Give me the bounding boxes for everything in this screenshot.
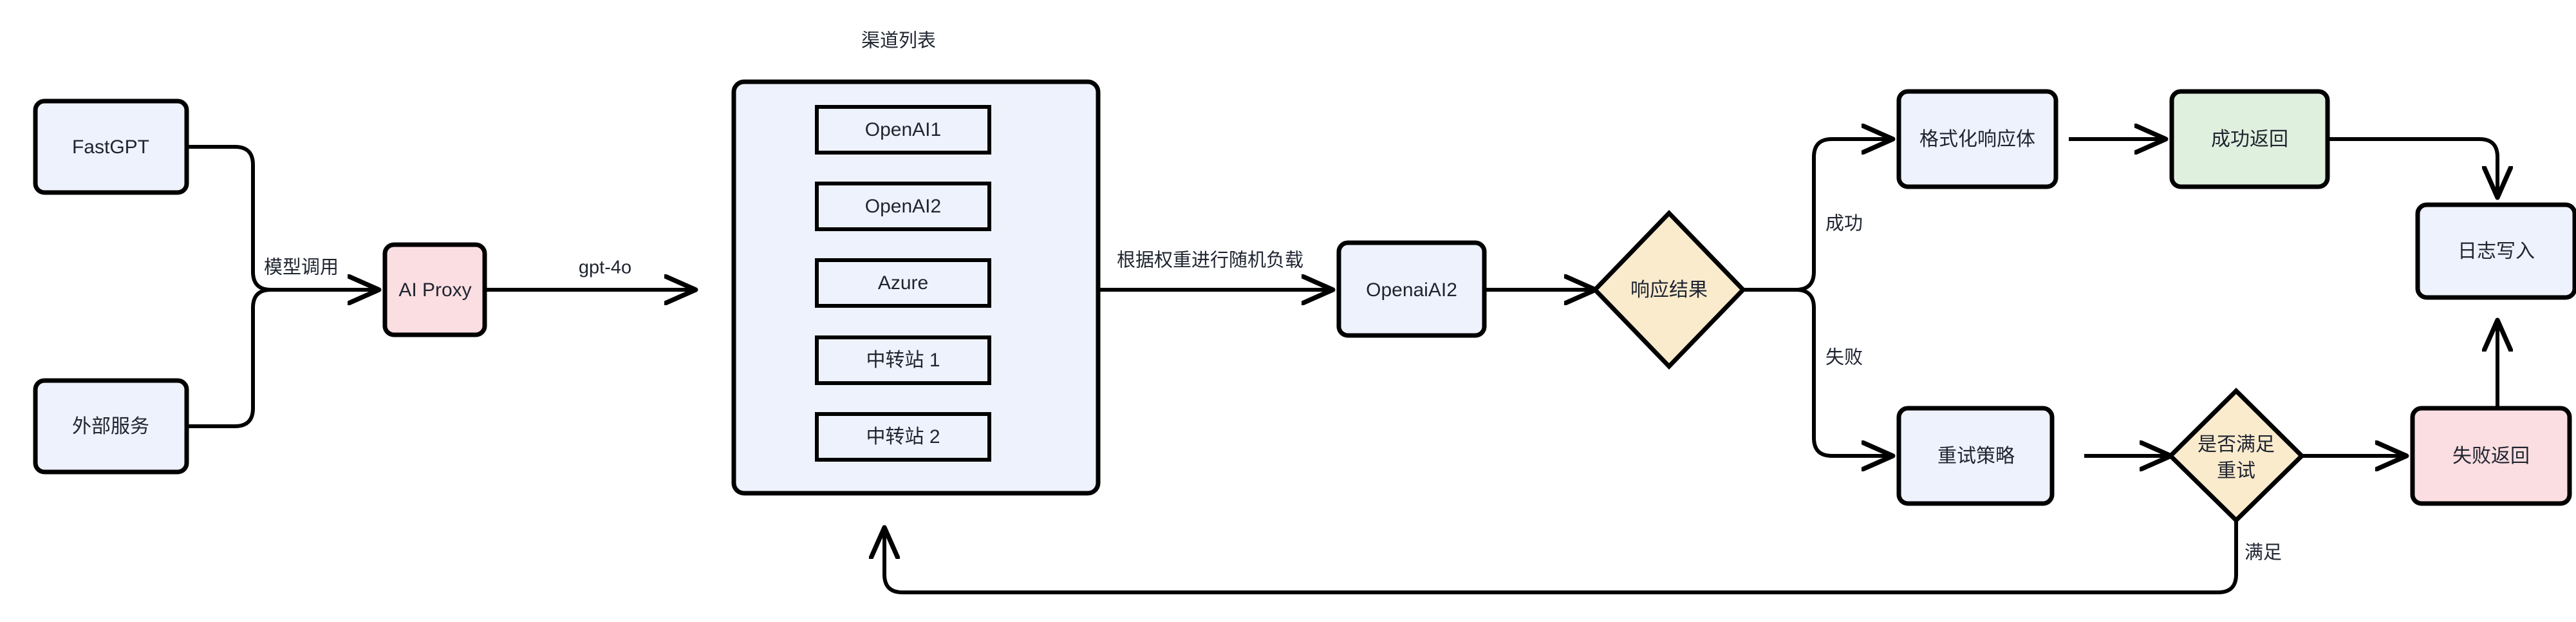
node-response-result-label: 响应结果 xyxy=(1630,279,1708,301)
node-success-return-label: 成功返回 xyxy=(2211,129,2288,150)
channel-item-openai1-shape[interactable] xyxy=(815,105,991,155)
node-retry-policy[interactable]: 重试策略 xyxy=(1896,406,2055,506)
node-response-result-shape[interactable] xyxy=(1592,209,1746,370)
edge-label-gpt-4o: gpt-4o xyxy=(579,258,631,278)
node-ai-proxy[interactable]: AI Proxy xyxy=(382,242,487,337)
node-format-response-shape[interactable] xyxy=(1896,89,2058,189)
channel-item-relay-2[interactable]: 中转站 2 xyxy=(815,412,991,462)
channel-item-openai2[interactable]: OpenAI2 xyxy=(815,182,991,231)
edge-label-weighted-random: 根据权重进行随机负载 xyxy=(1117,250,1303,271)
node-retry-check-label-line1: 是否满足 xyxy=(2198,434,2275,455)
channel-item-azure-label: Azure xyxy=(878,272,928,294)
node-retry-check-shape[interactable] xyxy=(2167,388,2305,523)
node-openaiai2-label: OpenaiAI2 xyxy=(1366,279,1457,301)
edge-label-satisfied: 满足 xyxy=(2245,542,2282,563)
channel-item-relay-1-label: 中转站 1 xyxy=(866,350,940,371)
channel-item-openai2-label: OpenAI2 xyxy=(865,196,941,217)
node-openaiai2-shape[interactable] xyxy=(1336,240,1487,338)
node-ai-proxy-shape[interactable] xyxy=(382,242,487,337)
node-success-return-shape[interactable] xyxy=(2169,89,2330,189)
node-openaiai2[interactable]: OpenaiAI2 xyxy=(1336,240,1487,338)
edge-label-failure: 失败 xyxy=(1825,347,1863,368)
channel-item-relay-1[interactable]: 中转站 1 xyxy=(815,335,991,385)
channel-item-relay-2-shape[interactable] xyxy=(815,412,991,462)
node-response-result[interactable]: 响应结果 xyxy=(1592,209,1746,370)
node-format-response[interactable]: 格式化响应体 xyxy=(1896,89,2058,189)
edge-response-failure-to-retry xyxy=(1743,288,1892,456)
node-log-write[interactable]: 日志写入 xyxy=(2415,202,2576,300)
node-fastgpt-label: FastGPT xyxy=(72,137,149,158)
node-log-write-label: 日志写入 xyxy=(2458,241,2535,262)
node-external-service[interactable]: 外部服务 xyxy=(33,378,189,475)
node-retry-policy-shape[interactable] xyxy=(1896,406,2055,506)
channel-item-openai1[interactable]: OpenAI1 xyxy=(815,105,991,155)
channel-item-azure[interactable]: Azure xyxy=(815,258,991,308)
node-fastgpt[interactable]: FastGPT xyxy=(33,99,189,195)
node-fail-return-shape[interactable] xyxy=(2410,406,2572,506)
node-retry-check[interactable]: 是否满足 重试 xyxy=(2167,388,2305,523)
node-external-service-label: 外部服务 xyxy=(72,416,149,437)
channel-item-openai2-shape[interactable] xyxy=(815,182,991,231)
channel-item-relay-2-label: 中转站 2 xyxy=(866,426,940,448)
node-ai-proxy-label: AI Proxy xyxy=(398,279,471,301)
node-fastgpt-shape[interactable] xyxy=(33,99,189,195)
channel-item-azure-shape[interactable] xyxy=(815,258,991,308)
node-success-return[interactable]: 成功返回 xyxy=(2169,89,2330,189)
node-fail-return[interactable]: 失败返回 xyxy=(2410,406,2572,506)
node-log-write-shape[interactable] xyxy=(2415,202,2576,300)
group-channel-list: 渠道列表 OpenAI1 OpenAI2 Azure 中转站 1 xyxy=(731,30,1101,496)
edge-success-to-log xyxy=(2328,137,2497,197)
edge-external-to-aiproxy xyxy=(187,288,378,428)
edge-retry-check-back-to-channels xyxy=(884,520,2238,594)
edge-response-success-to-format xyxy=(1743,139,1892,292)
edge-label-model-call: 模型调用 xyxy=(264,257,339,278)
node-fail-return-label: 失败返回 xyxy=(2452,446,2530,467)
edge-label-success: 成功 xyxy=(1825,213,1863,234)
node-retry-policy-label: 重试策略 xyxy=(1937,446,2015,467)
node-retry-check-label-line2: 重试 xyxy=(2217,460,2255,482)
channel-item-relay-1-shape[interactable] xyxy=(815,335,991,385)
group-channel-list-title: 渠道列表 xyxy=(861,30,936,52)
node-format-response-label: 格式化响应体 xyxy=(1919,129,2035,150)
node-external-service-shape[interactable] xyxy=(33,378,189,475)
channel-item-openai1-label: OpenAI1 xyxy=(865,119,941,140)
